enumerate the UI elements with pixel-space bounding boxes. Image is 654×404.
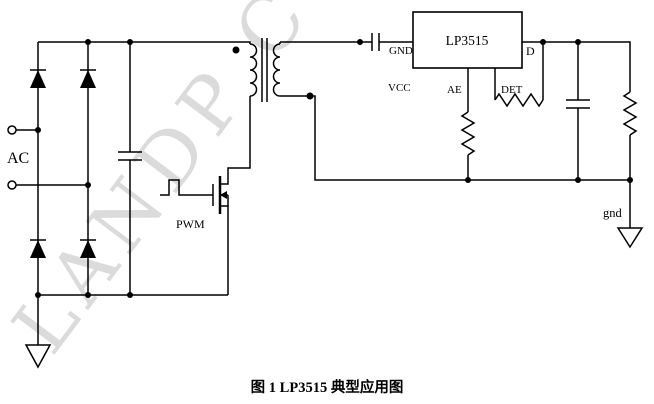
core-lines: [261, 38, 268, 102]
drain-lead: [220, 96, 251, 185]
ae-resistor: [460, 68, 476, 180]
ac-input: AC: [7, 125, 88, 190]
output-capacitor: [566, 42, 590, 180]
pin-det-label: DET: [501, 84, 523, 96]
pin-d-label: D: [526, 44, 535, 58]
transformer: [232, 38, 314, 102]
diode-bottom-right: [80, 239, 96, 258]
primary-winding: [249, 43, 258, 97]
secondary-bottom-rail: [280, 95, 630, 181]
mosfet-arrow-icon: [220, 191, 227, 199]
secondary-wiring: [280, 41, 631, 228]
ac-label: AC: [7, 150, 29, 167]
ic-name-label: LP3515: [446, 33, 489, 48]
primary-polarity-dot: [232, 46, 240, 54]
pin-ae-label: AE: [447, 84, 462, 96]
controller-ic: LP3515 GND VCC AE DET D: [388, 11, 535, 96]
figure-caption: 图 1 LP3515 典型应用图: [251, 378, 404, 396]
diode-top-right: [80, 69, 96, 88]
vcc-capacitor: [371, 33, 413, 51]
diode-bottom-left: [30, 239, 46, 258]
pin-vcc-label: VCC: [388, 82, 411, 94]
ground-symbol-left: [24, 344, 52, 369]
output-rail: [522, 41, 631, 92]
pwm-label: PWM: [176, 217, 205, 231]
input-filter-capacitor: [118, 42, 142, 295]
pin-gnd-label: GND: [389, 45, 413, 57]
load-resistor: [622, 91, 638, 180]
pwm-mosfet: PWM: [160, 96, 251, 295]
ground-symbol-right: gnd: [603, 206, 644, 249]
junction-dots: [35, 39, 633, 298]
pwm-pulse-icon: [160, 179, 188, 196]
source-lead: [220, 205, 229, 295]
det-resistor: [494, 42, 544, 108]
ac-terminal-top: [7, 125, 17, 135]
ac-terminal-bottom: [7, 180, 17, 190]
ic-body: [412, 11, 523, 69]
bridge-rectifier: [30, 69, 96, 258]
gnd-node-label: gnd: [603, 206, 623, 220]
diode-top-left: [30, 69, 46, 88]
